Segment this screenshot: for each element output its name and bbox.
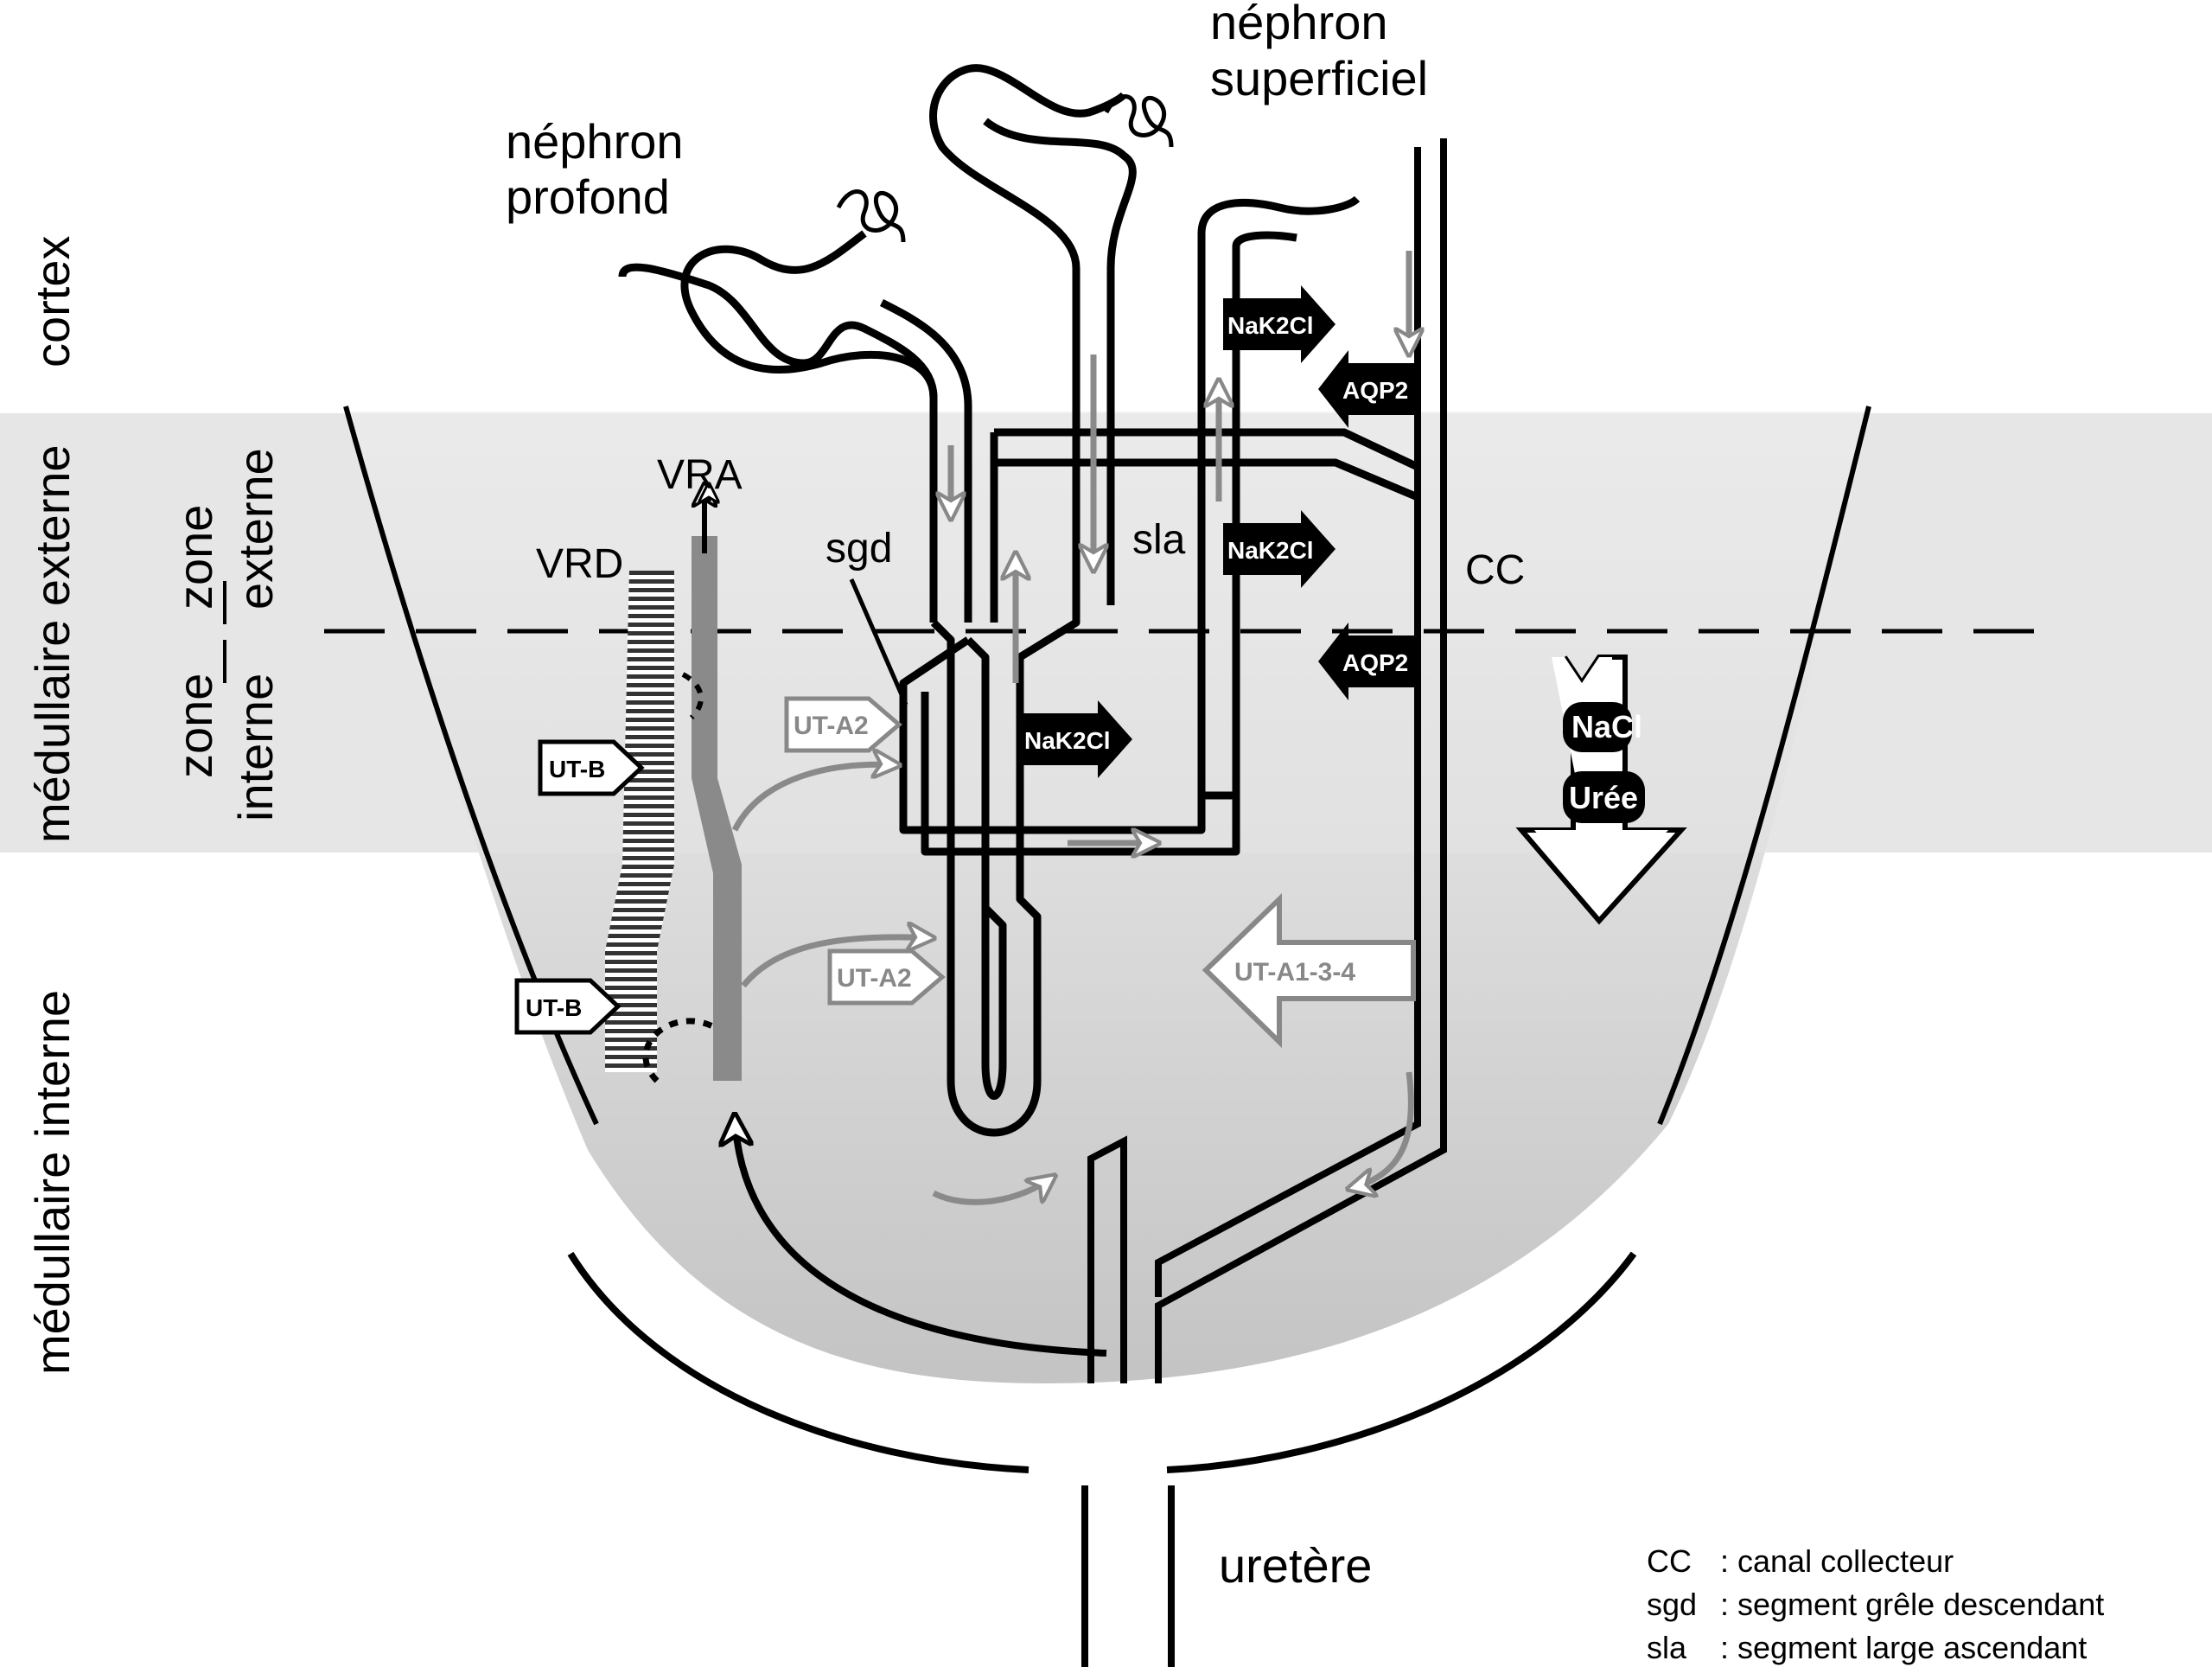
- utb-box-1: UT-B: [538, 739, 645, 796]
- aqp2-box-2: AQP2: [1318, 623, 1418, 700]
- legend-abbr-cc: CC: [1647, 1543, 1692, 1579]
- label-zone-externe-1: zone: [168, 505, 222, 610]
- label-zone-interne-1: zone: [168, 674, 222, 778]
- sgd-pointer: [849, 578, 908, 706]
- uta134-arrow: UT-A1-3-4: [1202, 892, 1416, 1049]
- svg-text::: :: [1720, 1587, 1729, 1622]
- glomerulus-superficial: [1104, 94, 1174, 148]
- label-vra: VRA: [657, 452, 743, 498]
- vra-vessel: [692, 536, 742, 1081]
- label-zone-externe-2: externe: [228, 448, 283, 610]
- svg-text:AQP2: AQP2: [1342, 377, 1408, 404]
- label-medullaire-externe: médullaire externe: [25, 444, 80, 843]
- svg-text:AQP2: AQP2: [1342, 649, 1408, 676]
- aqp2-box-1: AQP2: [1318, 350, 1418, 428]
- svg-text:UT-B: UT-B: [526, 994, 582, 1021]
- legend-abbr-sla: sla: [1647, 1630, 1687, 1665]
- label-sla: sla: [1132, 517, 1186, 563]
- svg-text:UT-A2: UT-A2: [794, 712, 869, 740]
- nak2cl-box-3: NaK2Cl: [1020, 700, 1132, 778]
- glomerulus-deep: [836, 189, 906, 243]
- label-zone-interne-2: interne: [228, 674, 283, 821]
- svg-text:NaCl: NaCl: [1571, 709, 1642, 744]
- svg-text::: :: [1720, 1630, 1729, 1665]
- nak2cl-box-2: NaK2Cl: [1223, 510, 1335, 588]
- label-sgd: sgd: [826, 526, 892, 572]
- svg-text:UT-B: UT-B: [549, 756, 605, 782]
- nak2cl-box-1: NaK2Cl: [1223, 285, 1335, 363]
- uta2-box-2: UT-A2: [827, 948, 946, 1006]
- label-nephron-profond-2: profond: [506, 169, 670, 224]
- medulla-right-border: [1657, 406, 1871, 1126]
- label-cortex: cortex: [25, 236, 80, 368]
- svg-text:UT-A2: UT-A2: [837, 964, 912, 993]
- label-uretere: uretère: [1219, 1538, 1372, 1593]
- urea-flow-arrows: [731, 251, 1411, 1205]
- svg-text:NaK2Cl: NaK2Cl: [1227, 537, 1314, 564]
- pelvis-arc-outer: [567, 1251, 1030, 1473]
- utb-box-2: UT-B: [514, 978, 622, 1035]
- svg-text::: :: [1720, 1543, 1729, 1579]
- legend-text-sla: segment large ascendant: [1737, 1630, 2087, 1665]
- svg-text:NaK2Cl: NaK2Cl: [1227, 312, 1314, 339]
- vrd-vessel: [605, 571, 674, 1072]
- deep-nephron-tubule: [618, 263, 1115, 1137]
- svg-text:UT-A1-3-4: UT-A1-3-4: [1234, 958, 1355, 987]
- cortical-tubules: [680, 64, 1361, 399]
- urea-return-arrow: [735, 1115, 1107, 1357]
- svg-text:NaK2Cl: NaK2Cl: [1024, 727, 1111, 754]
- legend-text-cc: canal collecteur: [1737, 1543, 1954, 1579]
- svg-text:Urée: Urée: [1569, 780, 1638, 815]
- legend: CC : canal collecteur sgd : segment grêl…: [1647, 1543, 2104, 1665]
- uta2-box-1: UT-A2: [784, 696, 902, 753]
- nacl-box: [1563, 702, 1632, 752]
- label-medullaire-interne: médullaire interne: [25, 990, 80, 1375]
- label-vrd: VRD: [536, 541, 623, 587]
- ureter: [1081, 1485, 1175, 1667]
- legend-abbr-sgd: sgd: [1647, 1587, 1697, 1622]
- label-nephron-profond-1: néphron: [506, 114, 684, 169]
- label-nephron-superficiel-1: néphron: [1210, 0, 1388, 49]
- label-nephron-superficiel-2: superficiel: [1210, 51, 1428, 105]
- uree-box: [1563, 771, 1645, 823]
- nacl-uree-arrow: NaCl Urée: [1515, 655, 1687, 925]
- legend-text-sgd: segment grêle descendant: [1737, 1587, 2104, 1622]
- label-cc: CC: [1465, 547, 1525, 593]
